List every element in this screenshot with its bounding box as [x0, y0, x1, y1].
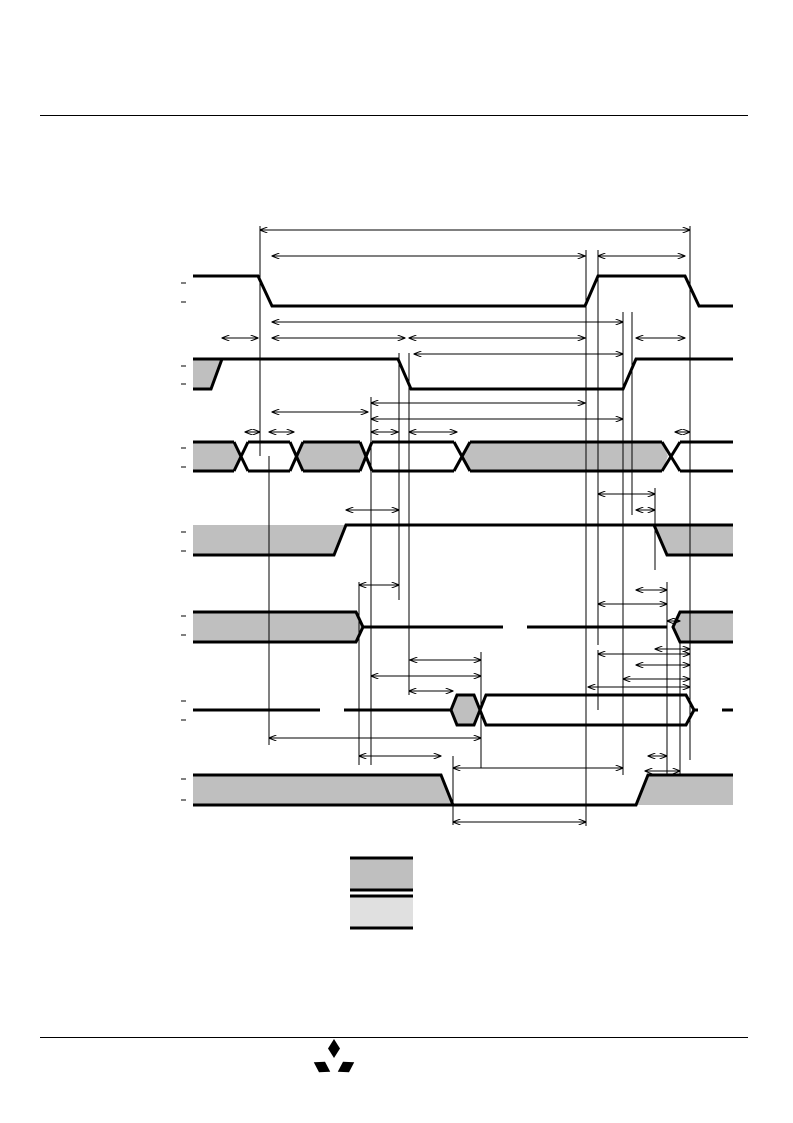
signal-row-5-right: [671, 610, 733, 644]
legend-swatch-light: [350, 896, 413, 928]
legend-swatch-dark: [350, 858, 413, 890]
row7-fill-right: [636, 775, 733, 805]
timing-arrows: [222, 230, 690, 822]
signal-row-2: [193, 357, 733, 391]
row6-fill: [451, 695, 480, 725]
row7-fill-left: [193, 775, 453, 805]
signal-row-4: [193, 523, 733, 557]
header-rule: [40, 115, 748, 116]
reference-lines: [259, 226, 691, 826]
row5-fill-right: [673, 612, 733, 642]
data-fills: [193, 359, 733, 805]
bus-cross-b4: [660, 441, 682, 472]
row5-fill-left: [193, 612, 363, 642]
bus-cross-b3: [452, 441, 472, 472]
level-ticks: [181, 282, 186, 801]
row4-fill-right: [654, 525, 733, 555]
row2-fill: [193, 359, 222, 389]
row3-fill-c: [462, 442, 668, 471]
signal-row-7: [193, 773, 733, 807]
legend: [350, 856, 413, 930]
signal-waveforms: [193, 274, 733, 807]
row3-fill-a: [193, 442, 241, 471]
bus-cross-b1: [288, 441, 305, 472]
bus-cross-b0: [232, 441, 250, 472]
row3-fill-b: [296, 442, 366, 471]
bus-cross-b2: [358, 441, 374, 472]
mitsubishi-logo-icon: [313, 1039, 355, 1077]
signal-row-4-rise: [652, 524, 733, 557]
signal-row-6-c: [449, 693, 482, 727]
signal-row-6-d: [478, 693, 696, 727]
footer-rule: [40, 1037, 748, 1038]
signal-row-1: [193, 274, 733, 308]
